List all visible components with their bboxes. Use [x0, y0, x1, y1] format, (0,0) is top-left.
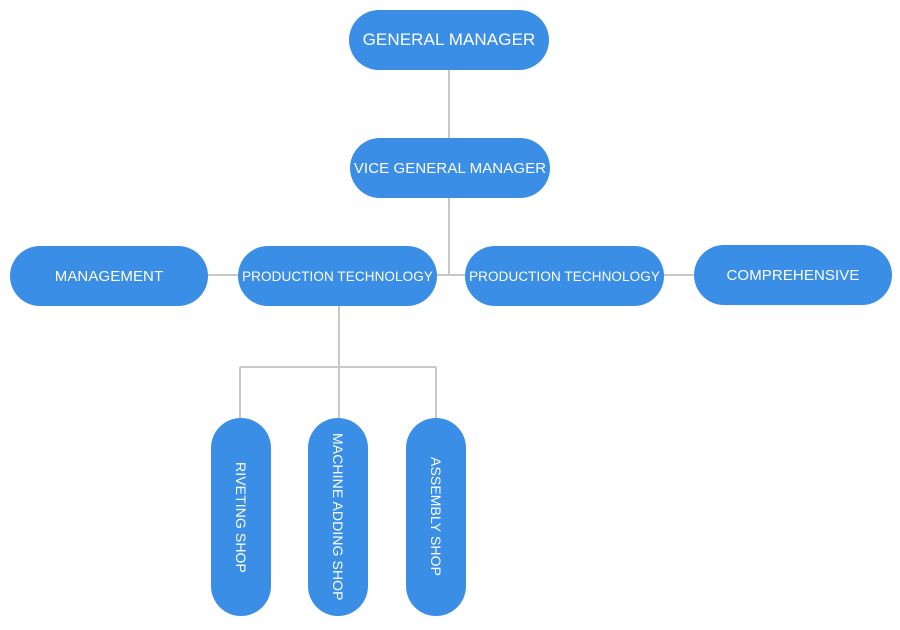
riveting-shop-node: RIVETING SHOP [211, 418, 271, 616]
general-manager-node: GENERAL MANAGER [349, 10, 549, 70]
comprehensive-node: COMPREHENSIVE [694, 245, 892, 305]
production-technology-right-node: PRODUCTION TECHNOLOGY [465, 246, 664, 306]
production-technology-left-node: PRODUCTION TECHNOLOGY [238, 246, 437, 306]
management-node: MANAGEMENT [10, 246, 208, 306]
assembly-shop-node: ASSEMBLY SHOP [406, 418, 466, 616]
vice-general-manager-node: VICE GENERAL MANAGER [350, 138, 550, 198]
machine-adding-shop-node: MACHINE ADDING SHOP [308, 418, 368, 616]
